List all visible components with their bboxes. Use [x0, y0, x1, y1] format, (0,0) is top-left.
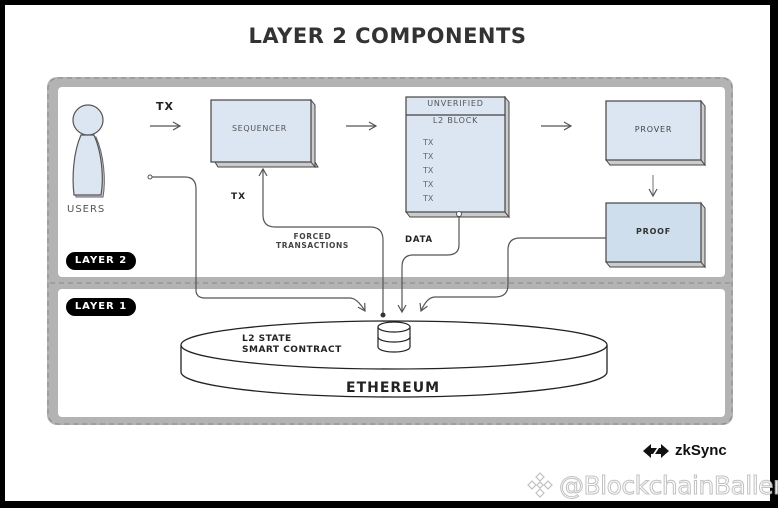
arrow-users-to-l1	[152, 176, 366, 313]
users-label: USERS	[67, 204, 106, 215]
l2-block-tx: TX	[423, 180, 434, 189]
watermark: @BlockchainBaller	[525, 470, 778, 500]
l2-block-tx-list: TX TX TX TX TX	[423, 136, 433, 206]
zksync-brand: zkSync	[643, 442, 727, 459]
arrow-forced-transactions	[258, 167, 384, 313]
watermark-text: @BlockchainBaller	[559, 470, 778, 500]
users-connector-dot	[147, 174, 153, 180]
forced-label-line1: FORCED	[293, 232, 332, 241]
forced-tx-origin-dot	[380, 312, 386, 318]
l2-state-contract-label: L2 STATE SMART CONTRACT	[242, 334, 342, 356]
diagram-graphics	[47, 77, 733, 425]
arrow-proof-to-l1	[419, 237, 606, 313]
sequencer-box	[210, 98, 319, 169]
l2-state-line2: SMART CONTRACT	[242, 345, 342, 355]
zksync-name: zkSync	[675, 442, 727, 459]
layer2-badge: LAYER 2	[66, 252, 136, 270]
tx-label-users: TX	[156, 100, 174, 113]
forced-transactions-label: FORCED TRANSACTIONS	[276, 232, 349, 250]
layer1-badge: LAYER 1	[66, 298, 136, 316]
l2-block-box	[404, 95, 511, 219]
unverified-label: UNVERIFIED	[427, 99, 484, 108]
diagram-canvas: LAYER 2 COMPONENTS	[5, 5, 778, 501]
database-icon	[377, 321, 411, 353]
proof-box	[604, 201, 707, 269]
data-label: DATA	[405, 235, 433, 245]
l2-block-tx: TX	[423, 152, 434, 161]
l2-state-line1: L2 STATE	[242, 334, 292, 344]
prover-label: PROVER	[634, 125, 673, 134]
tx-label-forced: TX	[231, 192, 247, 202]
l2-block-title: L2 BLOCK	[432, 116, 479, 125]
page-title: LAYER 2 COMPONENTS	[248, 24, 527, 48]
data-connector-dot	[456, 211, 462, 217]
l2-block-tx: TX	[423, 194, 434, 203]
arrow-data	[397, 217, 460, 314]
proof-label: PROOF	[635, 227, 672, 236]
zksync-arrows-icon	[643, 443, 669, 458]
l2-block-tx: TX	[423, 166, 434, 175]
users-icon	[72, 104, 105, 198]
forced-label-line2: TRANSACTIONS	[276, 241, 349, 250]
ethereum-label: ETHEREUM	[346, 380, 441, 396]
l2-block-tx: TX	[423, 138, 434, 147]
prover-box	[604, 99, 707, 167]
sequencer-label: SEQUENCER	[232, 124, 287, 133]
binance-logo-icon	[527, 472, 553, 498]
